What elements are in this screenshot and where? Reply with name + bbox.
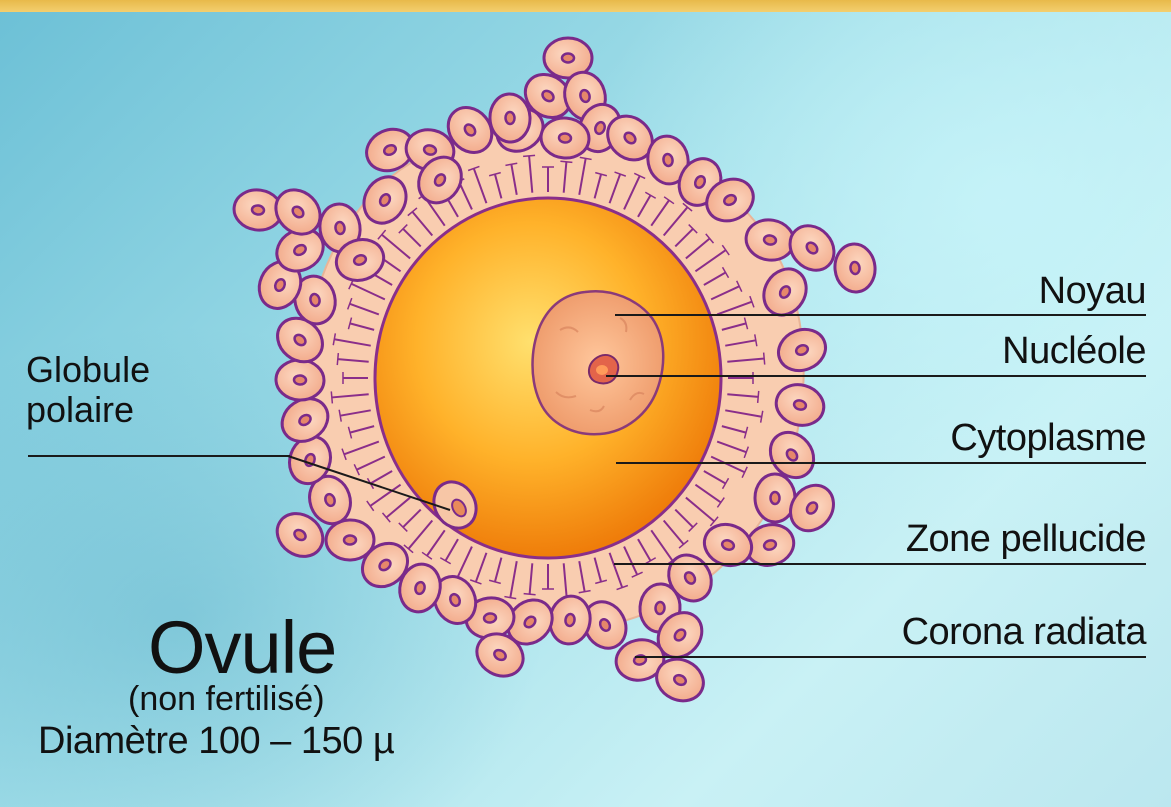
label-globule-line2: polaire bbox=[26, 390, 150, 430]
label-corona-radiata: Corona radiata bbox=[902, 611, 1146, 654]
villus-tip bbox=[758, 391, 759, 403]
corona-cell bbox=[833, 242, 878, 294]
diameter-label: Diamètre 100 – 150 µ bbox=[38, 720, 394, 763]
cytoplasme-leader bbox=[616, 462, 1146, 464]
nucleolus-core bbox=[596, 365, 608, 375]
subtitle: (non fertilisé) bbox=[128, 680, 325, 719]
villus-tip bbox=[331, 391, 332, 403]
label-globule-polaire: Globule polaire bbox=[26, 350, 150, 430]
villus-tip bbox=[560, 161, 572, 162]
villus-tip bbox=[764, 353, 765, 365]
globule-leader bbox=[28, 455, 290, 457]
nucleole-leader bbox=[606, 375, 1146, 377]
corona-cell bbox=[489, 93, 531, 143]
corona-cell bbox=[325, 519, 374, 561]
villus-tip bbox=[524, 594, 536, 595]
label-globule-line1: Globule bbox=[26, 350, 150, 390]
noyau-leader bbox=[615, 314, 1146, 316]
corona-radiata-leader bbox=[635, 656, 1146, 658]
label-nucleole: Nucléole bbox=[1002, 330, 1146, 373]
label-noyau: Noyau bbox=[1039, 270, 1146, 313]
villus-tip bbox=[523, 155, 535, 156]
villus-tip bbox=[337, 353, 338, 365]
title: Ovule bbox=[148, 605, 336, 690]
label-zone-pellucide: Zone pellucide bbox=[906, 518, 1146, 561]
label-cytoplasme: Cytoplasme bbox=[950, 417, 1146, 460]
zone-pellucide-leader bbox=[614, 563, 1146, 565]
corona-cell bbox=[275, 359, 325, 401]
